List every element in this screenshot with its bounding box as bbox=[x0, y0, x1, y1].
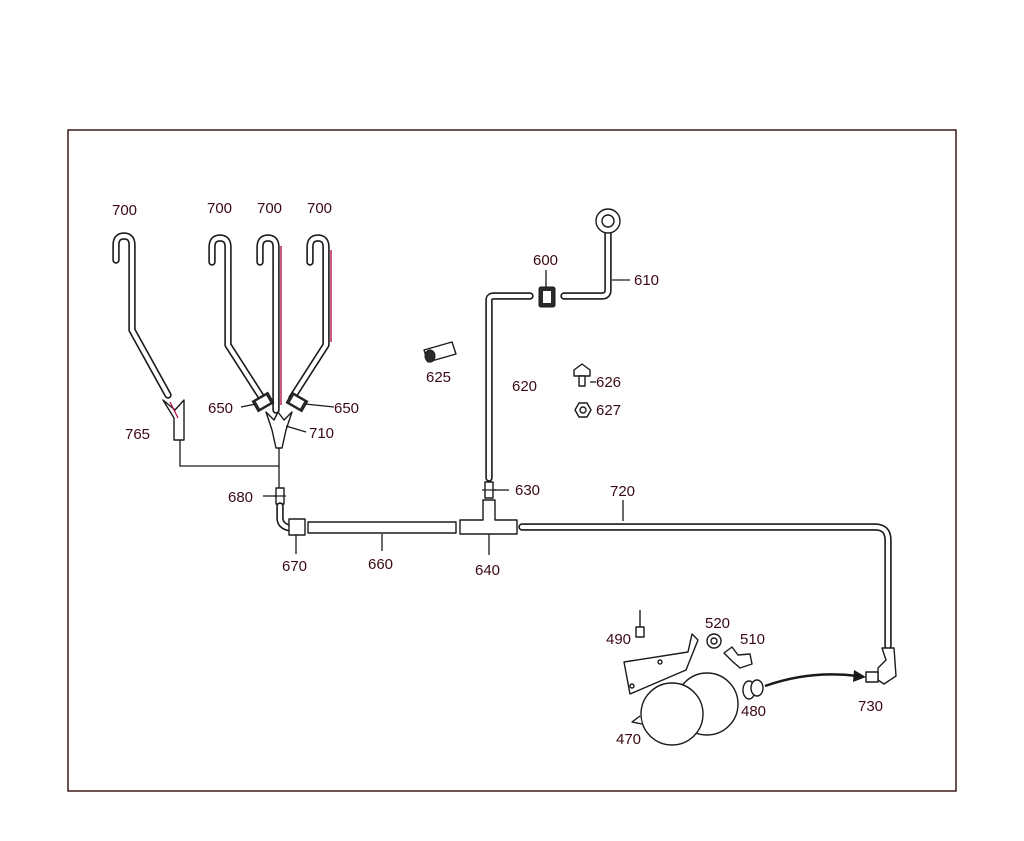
callout-680: 680 bbox=[228, 489, 253, 506]
part-600-connector[interactable] bbox=[538, 286, 556, 308]
leader-lines bbox=[240, 270, 630, 555]
callout-490: 490 bbox=[606, 631, 631, 648]
part-640-tee[interactable] bbox=[459, 499, 518, 535]
callout-640: 640 bbox=[475, 562, 500, 579]
callout-700-a: 700 bbox=[112, 202, 137, 219]
hose-700-second[interactable] bbox=[208, 234, 266, 402]
callout-765: 765 bbox=[125, 426, 150, 443]
diagram-frame bbox=[67, 129, 957, 792]
callout-650-left: 650 bbox=[208, 400, 233, 417]
part-765-connector[interactable] bbox=[162, 399, 185, 441]
part-710-y-piece[interactable] bbox=[265, 411, 293, 449]
callout-670: 670 bbox=[282, 558, 307, 575]
part-620-pipe[interactable] bbox=[485, 292, 534, 482]
callout-620: 620 bbox=[512, 378, 537, 395]
callout-630: 630 bbox=[515, 482, 540, 499]
line-to-680 bbox=[179, 440, 280, 488]
reservoir-bracket[interactable] bbox=[623, 633, 699, 695]
callout-510: 510 bbox=[740, 631, 765, 648]
part-650-clamp-left[interactable] bbox=[251, 391, 275, 413]
part-610-line[interactable] bbox=[560, 208, 621, 300]
connection-arrow bbox=[764, 670, 866, 688]
callout-700-d: 700 bbox=[307, 200, 332, 217]
callout-627: 627 bbox=[596, 402, 621, 419]
callout-625: 625 bbox=[426, 369, 451, 386]
callout-660: 660 bbox=[368, 556, 393, 573]
callout-610: 610 bbox=[634, 272, 659, 289]
callout-626: 626 bbox=[596, 374, 621, 391]
part-660-pipe[interactable] bbox=[307, 521, 457, 534]
callout-720: 720 bbox=[610, 483, 635, 500]
hose-700-right[interactable] bbox=[288, 234, 332, 402]
part-670-elbow[interactable] bbox=[276, 502, 306, 536]
callout-730: 730 bbox=[858, 698, 883, 715]
part-520-washer[interactable] bbox=[706, 633, 722, 649]
callout-520: 520 bbox=[705, 615, 730, 632]
part-626-bolt[interactable] bbox=[573, 363, 591, 387]
callout-700-b: 700 bbox=[207, 200, 232, 217]
part-650-clamp-right[interactable] bbox=[285, 391, 309, 413]
callout-470: 470 bbox=[616, 731, 641, 748]
callout-480: 480 bbox=[741, 703, 766, 720]
part-470-reservoir[interactable] bbox=[631, 672, 739, 746]
part-510-bolt[interactable] bbox=[723, 646, 753, 669]
part-627-nut[interactable] bbox=[574, 402, 592, 418]
part-730-elbow[interactable] bbox=[865, 647, 897, 685]
callout-710: 710 bbox=[309, 425, 334, 442]
hose-700-third[interactable] bbox=[256, 234, 282, 414]
part-625[interactable] bbox=[423, 341, 457, 363]
callout-labels: 700 700 700 700 765 650 650 710 680 670 … bbox=[112, 200, 883, 748]
part-630-fitting[interactable] bbox=[482, 481, 496, 499]
hose-700-left[interactable] bbox=[112, 232, 172, 399]
callout-650-right: 650 bbox=[334, 400, 359, 417]
part-720-pipe[interactable] bbox=[518, 523, 892, 650]
part-480-fitting[interactable] bbox=[742, 679, 764, 700]
callout-700-c: 700 bbox=[257, 200, 282, 217]
callout-600: 600 bbox=[533, 252, 558, 269]
part-490-screw[interactable] bbox=[635, 610, 645, 638]
